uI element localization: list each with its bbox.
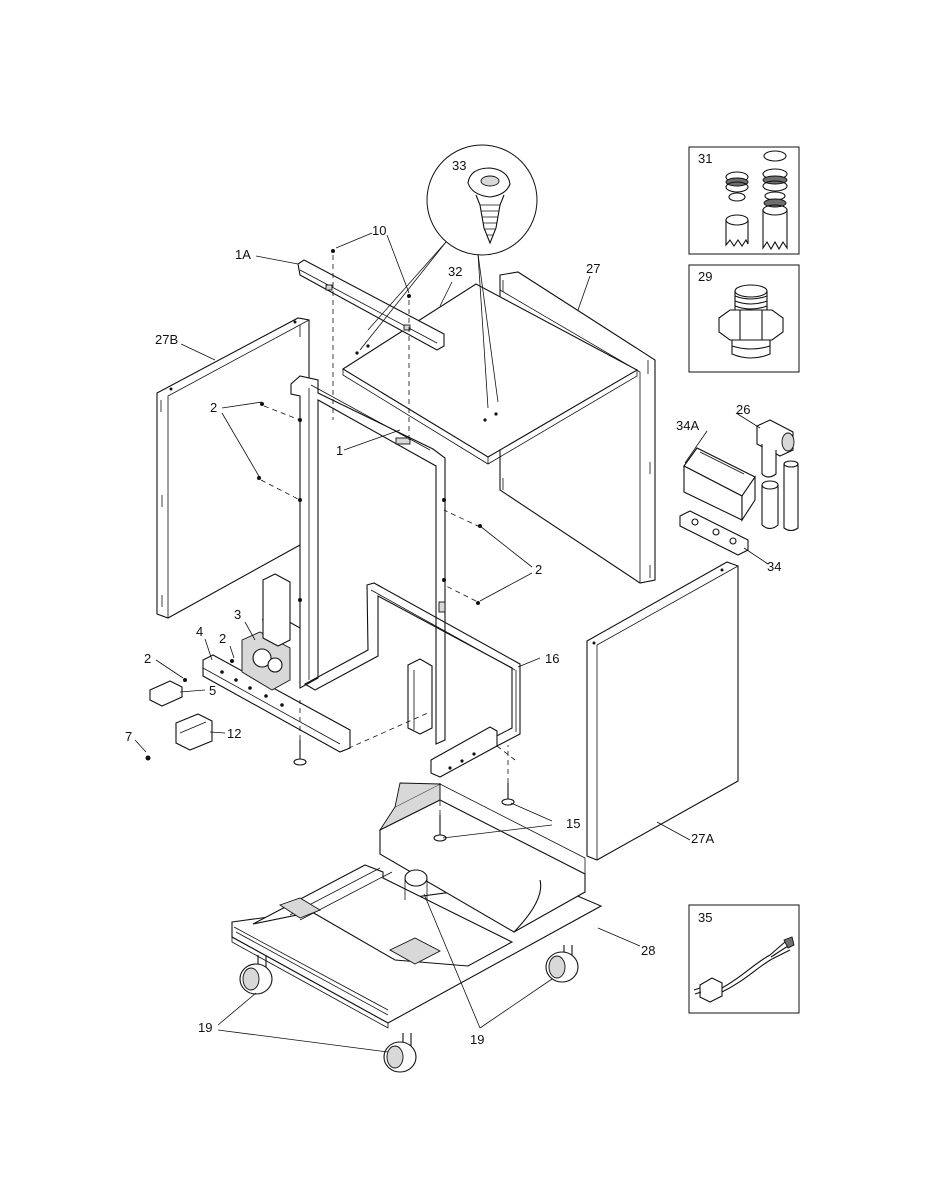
label-27B: 27B xyxy=(155,332,178,347)
label-1A: 1A xyxy=(235,247,251,262)
label-27A: 27A xyxy=(691,831,714,846)
label-12: 12 xyxy=(227,726,241,741)
leveling-feet-15 xyxy=(293,740,515,842)
detail-box-31 xyxy=(688,146,800,255)
label-10: 10 xyxy=(372,223,386,238)
small-parts xyxy=(145,249,482,761)
plug-screw-icon xyxy=(467,167,511,245)
label-2-upper: 2 xyxy=(210,400,217,415)
assembly-guide-lines xyxy=(260,255,516,815)
side-panel-27A xyxy=(586,561,739,861)
front-frame-1 xyxy=(290,375,446,745)
label-15: 15 xyxy=(566,816,580,831)
label-5: 5 xyxy=(209,683,216,698)
mounting-bar-1A xyxy=(297,259,445,351)
valve-26 xyxy=(756,419,799,532)
label-33: 33 xyxy=(452,158,466,173)
hose-fitting-icon xyxy=(718,284,784,359)
leader-lines xyxy=(134,232,769,1053)
label-26: 26 xyxy=(736,402,750,417)
label-34A: 34A xyxy=(676,418,699,433)
detail-box-29 xyxy=(688,264,800,373)
label-4: 4 xyxy=(196,624,203,639)
label-2-right: 2 xyxy=(535,562,542,577)
power-cord-icon xyxy=(693,936,795,1003)
side-panel-27B xyxy=(156,317,310,619)
label-1: 1 xyxy=(336,443,343,458)
label-7: 7 xyxy=(125,729,132,744)
bracket-34 xyxy=(679,510,749,556)
frame-loop-16 xyxy=(303,582,521,747)
label-19-center: 19 xyxy=(470,1032,484,1047)
base-tray-28 xyxy=(231,782,603,1029)
label-16: 16 xyxy=(545,651,559,666)
caster-front-left xyxy=(239,955,273,995)
label-34: 34 xyxy=(767,559,781,574)
detail-box-35 xyxy=(688,904,800,1014)
label-35: 35 xyxy=(698,910,712,925)
lower-bracket-4 xyxy=(202,654,351,753)
label-29: 29 xyxy=(698,269,712,284)
label-31: 31 xyxy=(698,151,712,166)
cover-34A xyxy=(683,447,756,522)
pump-assembly-3 xyxy=(241,573,433,735)
seal-kit-icon xyxy=(725,150,788,251)
caster-rear xyxy=(383,1033,417,1073)
label-3: 3 xyxy=(234,607,241,622)
caster-front-right xyxy=(545,945,579,983)
label-27: 27 xyxy=(586,261,600,276)
label-19-left: 19 xyxy=(198,1020,212,1035)
label-32: 32 xyxy=(448,264,462,279)
label-28: 28 xyxy=(641,943,655,958)
detail-circle-33 xyxy=(426,144,538,256)
label-2-left: 2 xyxy=(144,651,151,666)
label-2-mid: 2 xyxy=(219,631,226,646)
part-number-labels: 1A 10 32 33 27 31 29 27B 2 1 26 34A 2 34… xyxy=(125,151,781,1047)
